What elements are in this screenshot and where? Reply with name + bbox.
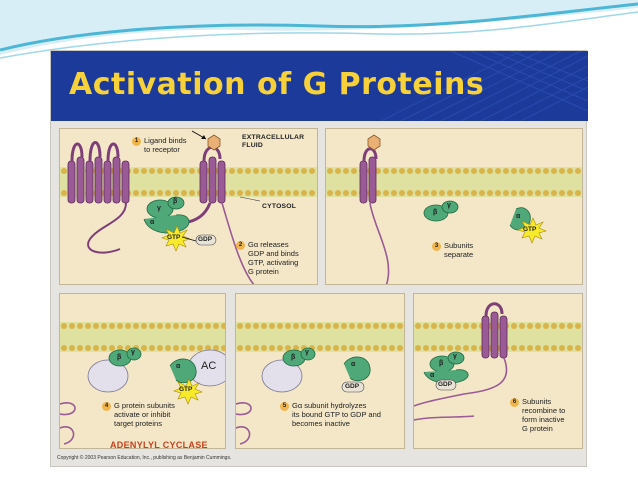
step-3-label-line2: separate: [444, 250, 474, 259]
gdp-label: GDP: [345, 383, 360, 390]
gamma-label: γ: [131, 349, 135, 356]
membrane-diagram-4: [60, 322, 225, 445]
gdp-label: GDP: [198, 236, 213, 243]
step-2-label-line3: GTP, activating: [248, 258, 299, 267]
gamma-label: γ: [157, 205, 161, 212]
step-6-label-line4: G protein: [522, 424, 553, 433]
membrane-diagram-3: [326, 134, 582, 284]
step-5-label-line3: becomes inactive: [292, 419, 350, 428]
copyright-notice: Copyright © 2003 Pearson Education, Inc.…: [57, 455, 232, 461]
step-2-label-line2: GDP and binds: [248, 249, 299, 258]
diagram-slide: Activation of G Proteins: [50, 50, 588, 467]
beta-label: β: [117, 354, 122, 361]
beta-label: β: [291, 354, 296, 361]
extracellular-label-line2: FLUID: [242, 142, 264, 149]
alpha-label: α: [351, 361, 356, 368]
step-6-label-line2: recombine to: [522, 406, 566, 415]
beta-label: β: [173, 198, 178, 205]
alpha-label: α: [516, 213, 521, 220]
gamma-label: γ: [447, 202, 451, 209]
step-1-label-line2: to receptor: [144, 145, 180, 154]
step-4-label-line3: target proteins: [114, 419, 162, 428]
page-title: Activation of G Proteins: [69, 67, 485, 102]
cytosol-label: CYTOSOL: [262, 203, 297, 210]
step-2-label-line4: G protein: [248, 267, 279, 276]
step-6-label-line3: form inactive: [522, 415, 565, 424]
receptor-left: [67, 156, 130, 204]
banner-texture: [380, 51, 588, 121]
beta-label: β: [439, 360, 444, 367]
header-swoosh: [0, 0, 638, 59]
ac-label: AC: [201, 360, 217, 372]
beta-label: β: [433, 209, 438, 216]
receptor-right: [199, 156, 226, 204]
alpha-label: α: [430, 372, 435, 379]
alpha-label: α: [176, 363, 181, 370]
membrane-diagram-5: [236, 322, 404, 445]
title-banner: Activation of G Proteins: [51, 51, 588, 121]
step-5-label-line2: its bound GTP to GDP and: [292, 410, 381, 419]
step-4-label-line2: activate or inhibit: [114, 410, 171, 419]
extracellular-label: EXTRACELLULAR: [242, 134, 305, 141]
membrane-diagram-6: [414, 302, 582, 421]
gtp-label: GTP: [167, 234, 181, 241]
gamma-label: γ: [305, 349, 309, 356]
alpha-label: α: [150, 219, 155, 226]
gamma-label: γ: [453, 353, 457, 360]
gtp-label: GTP: [523, 226, 537, 233]
membrane-diagram-1: [60, 130, 317, 284]
gtp-label: GTP: [179, 386, 193, 393]
gdp-label: GDP: [438, 381, 453, 388]
adenylyl-cyclase-label: ADENYLYL CYCLASE: [110, 440, 208, 449]
